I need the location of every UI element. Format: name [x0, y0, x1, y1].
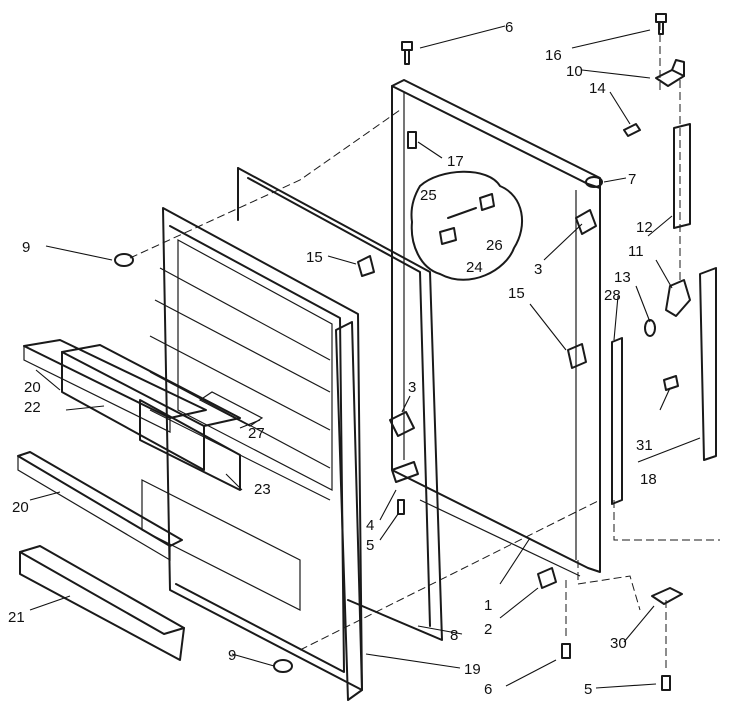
label-1: 1 — [484, 597, 492, 614]
leveler-2 — [537, 567, 557, 589]
trim-28 — [611, 337, 623, 505]
bushing-7 — [585, 176, 603, 188]
washer-13 — [644, 319, 656, 337]
label-9-upper: 9 — [22, 239, 30, 256]
door-gasket — [237, 167, 443, 641]
hinge-pin-14 — [623, 123, 641, 137]
label-24: 24 — [466, 259, 483, 276]
label-5-mid: 5 — [366, 537, 374, 554]
label-15-a: 15 — [306, 249, 323, 266]
label-28: 28 — [604, 287, 621, 304]
shelf-bar-upper — [23, 339, 207, 433]
label-7: 7 — [628, 171, 636, 188]
plug-9-upper — [114, 253, 134, 267]
hinge-11 — [665, 279, 691, 317]
label-10: 10 — [566, 63, 583, 80]
label-27: 27 — [248, 425, 265, 442]
clip-15a — [357, 255, 375, 277]
label-6-bottom: 6 — [484, 681, 492, 698]
label-5-bottom: 5 — [584, 681, 592, 698]
label-15-b: 15 — [508, 285, 525, 302]
label-13: 13 — [614, 269, 631, 286]
label-4: 4 — [366, 517, 374, 534]
screw-6-bottom — [561, 643, 571, 659]
screw-5-bottom — [661, 675, 671, 691]
trim-18 — [699, 267, 717, 461]
label-3-right: 3 — [534, 261, 542, 278]
door-liner — [141, 207, 363, 691]
assembly-lines — [129, 22, 720, 670]
label-26: 26 — [486, 237, 503, 254]
screw-6-top — [401, 41, 413, 65]
hinge-10 — [655, 59, 685, 87]
label-20-lower: 20 — [12, 499, 29, 516]
label-12: 12 — [636, 219, 653, 236]
callout-labels: 6 16 10 14 17 7 25 26 24 12 9 15 11 3 13… — [8, 19, 657, 698]
label-6-top: 6 — [505, 19, 513, 36]
shelf-bar-lower — [17, 451, 183, 562]
plug-9-lower — [273, 659, 293, 673]
label-25: 25 — [420, 187, 437, 204]
label-31: 31 — [636, 437, 653, 454]
label-18: 18 — [640, 471, 657, 488]
screw-16 — [655, 13, 667, 35]
hinge-30 — [651, 587, 683, 605]
label-17: 17 — [447, 153, 464, 170]
cabinet-frame — [391, 79, 601, 577]
label-2: 2 — [484, 621, 492, 638]
label-11: 11 — [628, 243, 644, 260]
label-22: 22 — [24, 399, 41, 416]
door-shelf-22 — [61, 344, 241, 471]
hinge-parts-3-4-5 — [389, 411, 419, 515]
label-30: 30 — [610, 635, 627, 652]
hinge-bracket-3 — [575, 209, 597, 235]
label-16: 16 — [545, 47, 562, 64]
label-19: 19 — [464, 661, 481, 678]
door-outer-panel — [335, 321, 363, 701]
label-14: 14 — [589, 80, 606, 97]
leader-lines — [29, 25, 701, 689]
detail-inset — [410, 170, 524, 281]
label-9-lower: 9 — [228, 647, 236, 664]
label-8: 8 — [450, 627, 458, 644]
label-20-upper: 20 — [24, 379, 41, 396]
label-23: 23 — [254, 481, 271, 498]
label-3-left: 3 — [408, 379, 416, 396]
hinge-cover-12 — [673, 123, 691, 229]
door-shelf-23 — [139, 399, 241, 491]
door-shelf-21 — [19, 545, 185, 661]
screw-31 — [663, 375, 679, 391]
plug-17 — [407, 131, 417, 149]
label-21: 21 — [8, 609, 25, 626]
clip-15b — [567, 343, 587, 369]
